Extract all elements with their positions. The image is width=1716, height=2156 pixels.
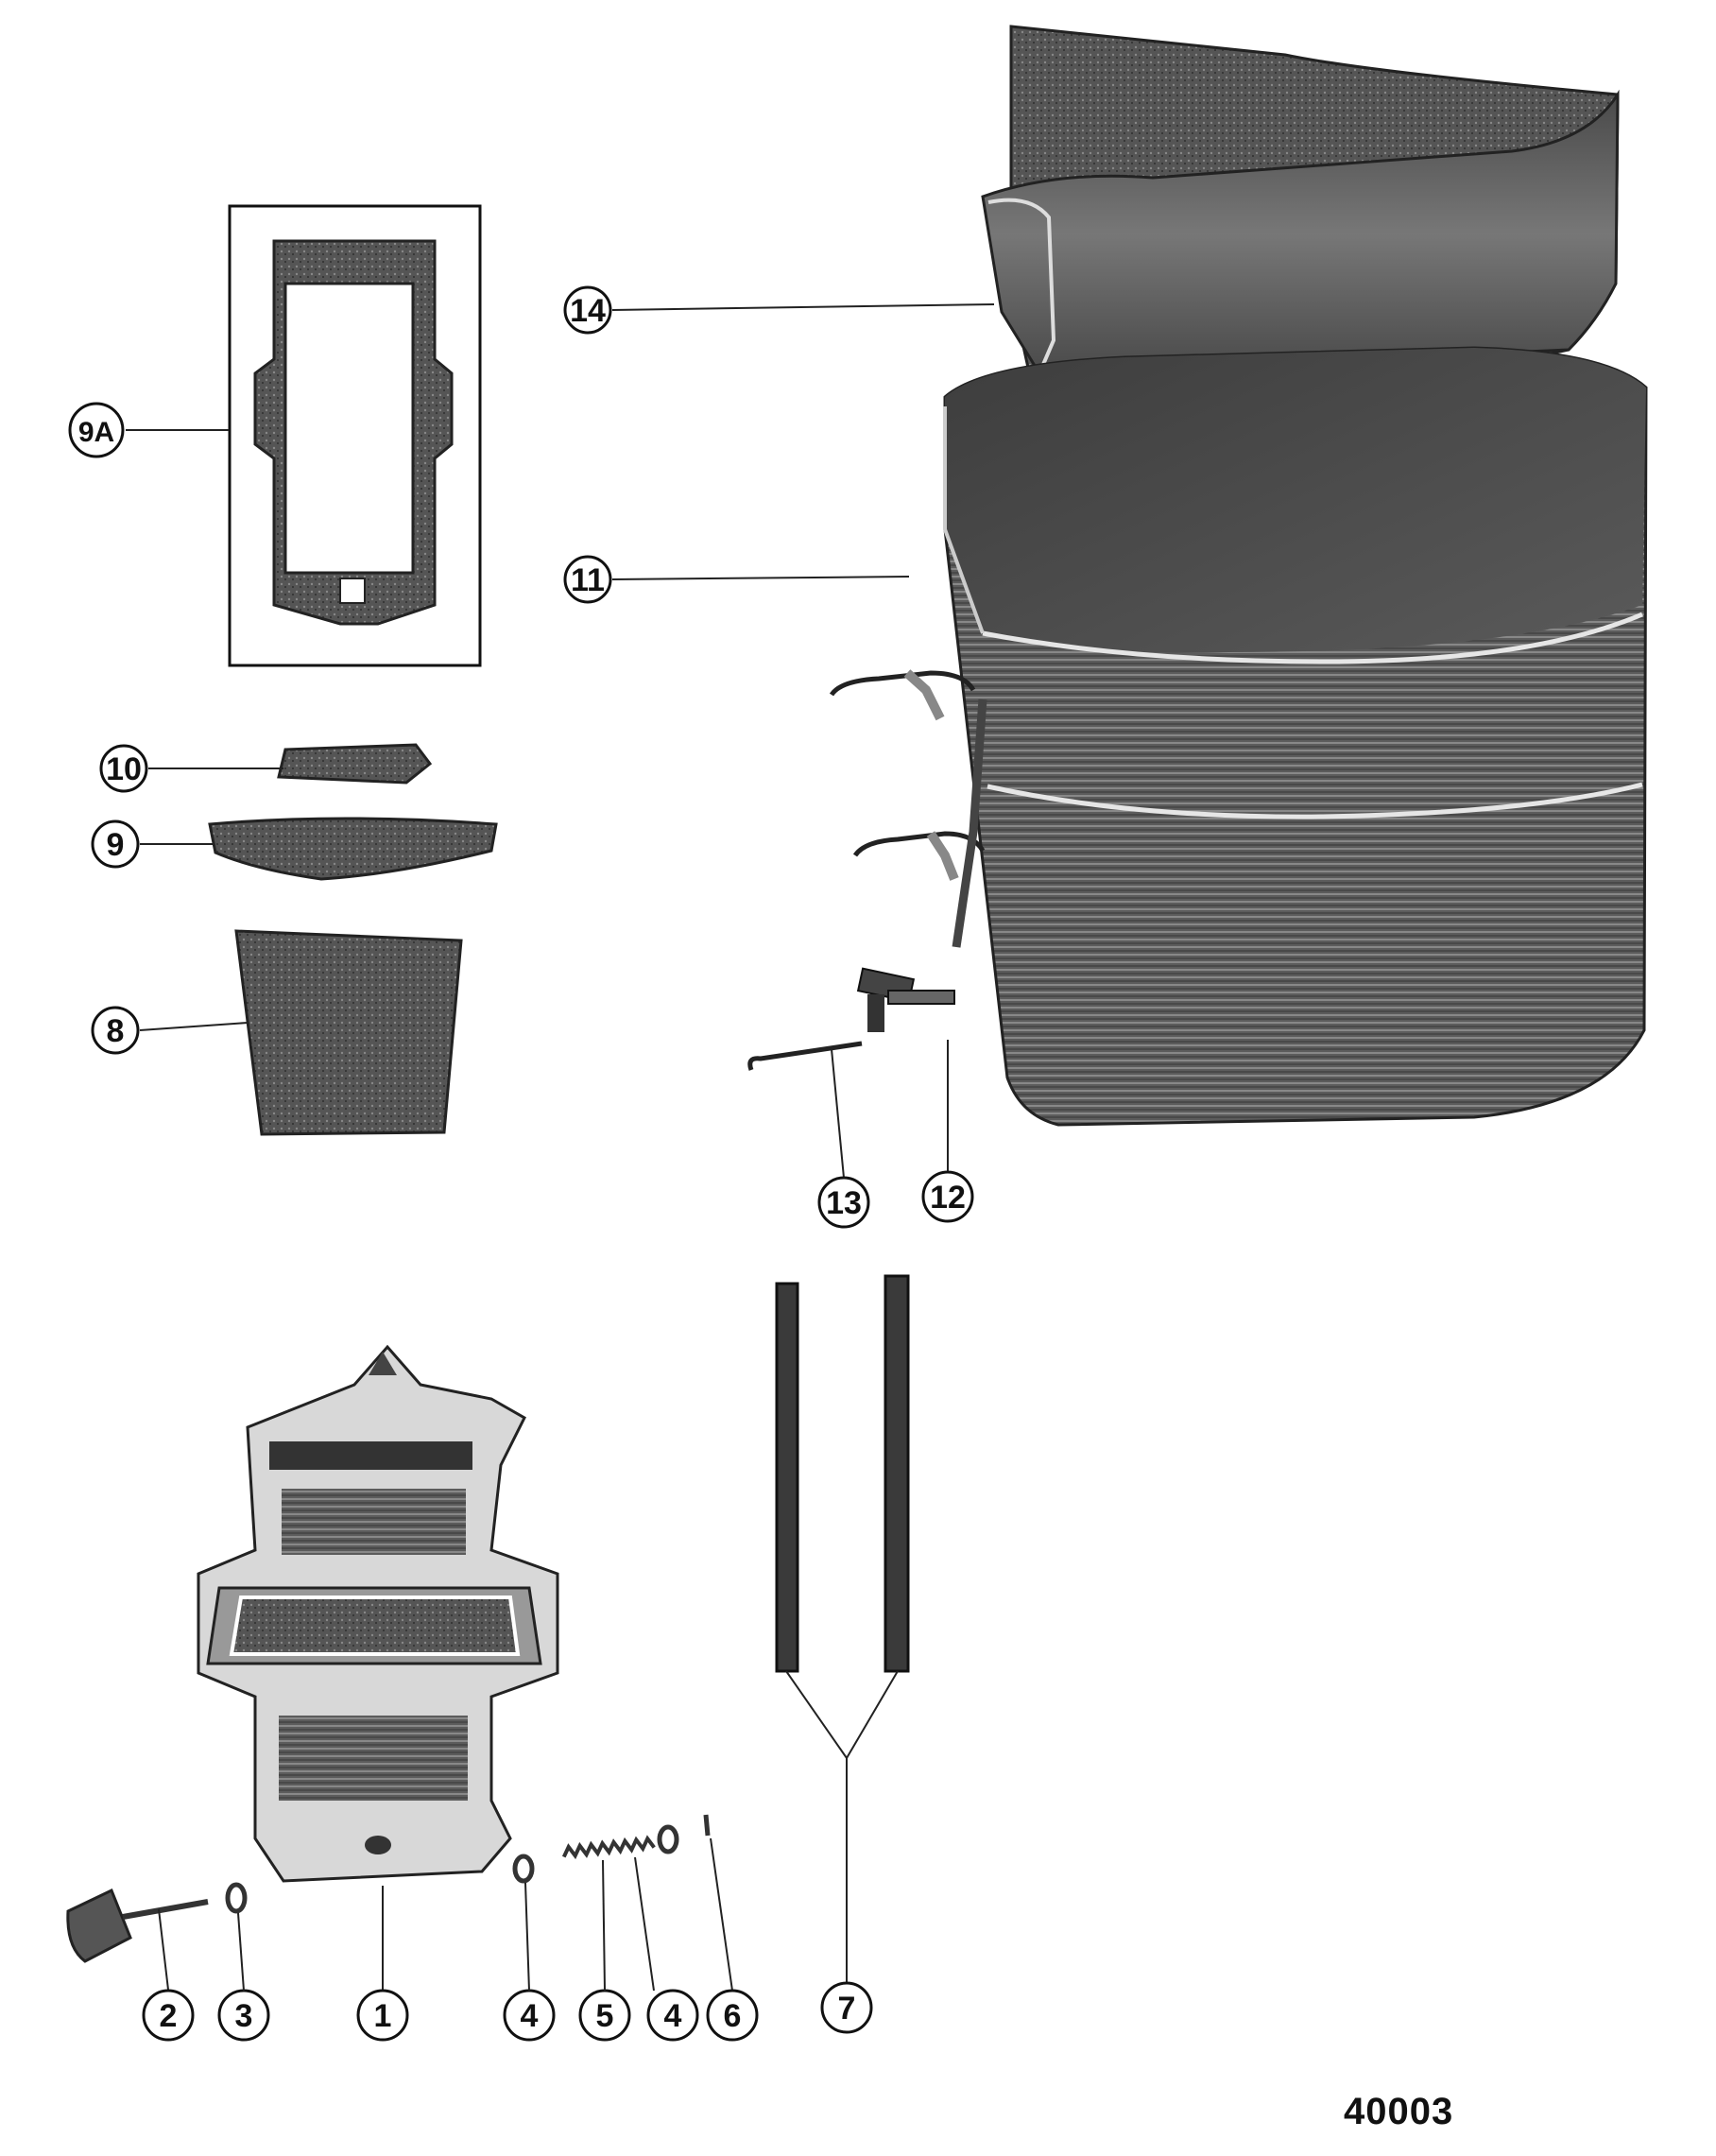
callout-2: 2 [142, 1989, 195, 2042]
part-1-support-plate [197, 1344, 559, 1883]
callout-4-right: 4 [646, 1989, 699, 2042]
leader-lines [126, 303, 995, 1992]
part-9-curved-strip [208, 817, 498, 881]
part-10-pad [277, 743, 433, 785]
callout-7: 7 [820, 1981, 873, 2034]
svg-text:3: 3 [235, 1998, 253, 2034]
callout-3: 3 [217, 1989, 270, 2042]
svg-text:2: 2 [160, 1998, 178, 2034]
svg-text:5: 5 [596, 1998, 614, 2034]
callout-10: 10 [99, 744, 148, 793]
part-14-cowl-cover [981, 25, 1620, 378]
callout-6: 6 [706, 1989, 759, 2042]
callout-14: 14 [563, 285, 612, 335]
svg-text:1: 1 [374, 1998, 392, 2034]
callout-11: 11 [563, 555, 612, 604]
part-13-latch-rod [747, 1041, 863, 1071]
part-6-pin [703, 1814, 711, 1837]
svg-text:8: 8 [107, 1013, 125, 1049]
part-7-seal-strips [775, 1274, 910, 1983]
callout-8: 8 [91, 1006, 140, 1055]
part-4-washer-right [657, 1824, 679, 1854]
svg-text:4: 4 [521, 1998, 539, 2034]
callout-13: 13 [817, 1176, 870, 1229]
part-4-washer-left [512, 1854, 535, 1884]
callout-1: 1 [356, 1989, 409, 2042]
svg-text:13: 13 [826, 1185, 862, 1221]
svg-text:9A: 9A [78, 417, 114, 448]
part-8-panel [234, 929, 463, 1136]
svg-text:4: 4 [664, 1998, 682, 2034]
callout-4-left: 4 [503, 1989, 556, 2042]
callout-9: 9 [91, 819, 140, 869]
svg-text:10: 10 [106, 751, 142, 787]
svg-text:6: 6 [724, 1998, 742, 2034]
callout-12: 12 [921, 1170, 974, 1223]
svg-text:7: 7 [838, 1991, 856, 2027]
callout-4-leader [237, 1859, 606, 1992]
callout-9a: 9A [68, 402, 125, 458]
svg-text:12: 12 [930, 1180, 966, 1216]
svg-text:9: 9 [107, 827, 125, 863]
figure-number: 40003 [1344, 2091, 1454, 2132]
part-5-spring [561, 1835, 656, 1860]
svg-text:11: 11 [571, 562, 605, 598]
callout-5: 5 [578, 1989, 631, 2042]
part-2-knob [66, 1888, 209, 1963]
part-12-latch [856, 967, 955, 1032]
part-3-washer [225, 1882, 248, 1914]
svg-text:14: 14 [570, 293, 606, 329]
part-11-cowl-shell [829, 346, 1648, 1127]
part-9a-gasket [228, 204, 482, 667]
